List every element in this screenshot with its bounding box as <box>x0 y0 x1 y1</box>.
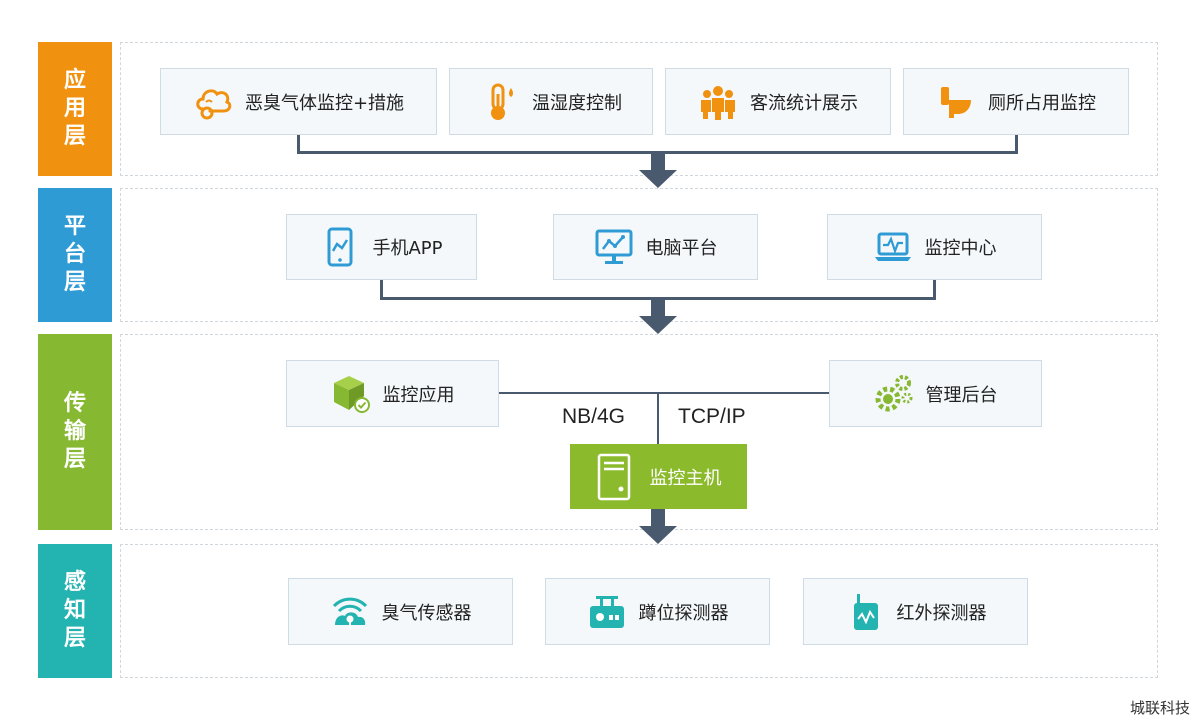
platform-item-label: 监控中心 <box>924 238 997 259</box>
platform-item-pc-platform[interactable]: 电脑平台 <box>553 214 758 280</box>
layer-label-char: 台 <box>63 242 86 267</box>
platform-item-label: 电脑平台 <box>645 238 718 259</box>
protocol-label-nb4g: NB/4G <box>562 405 626 428</box>
layer-label-sensing: 感 知 层 <box>38 544 112 678</box>
app-item-label: 恶臭气体监控+措施 <box>244 92 405 114</box>
layer-label-char: 知 <box>63 598 86 623</box>
connector-line <box>1015 134 1018 154</box>
platform-layer-panel <box>120 188 1158 322</box>
connector-line <box>380 280 383 300</box>
radio-detector-icon <box>587 592 627 632</box>
layer-label-char: 用 <box>63 96 86 121</box>
platform-item-monitor-center[interactable]: 监控中心 <box>827 214 1042 280</box>
sensing-item-label: 蹲位探测器 <box>638 602 729 624</box>
layer-label-app: 应 用 层 <box>38 42 112 176</box>
sensing-item-odor-sensor[interactable]: 臭气传感器 <box>288 578 513 645</box>
transport-item-label: 监控应用 <box>382 384 455 406</box>
monitor-host-label: 监控主机 <box>649 467 722 489</box>
layer-label-char: 感 <box>63 570 86 595</box>
sensing-item-label: 红外探测器 <box>896 602 987 624</box>
app-layer-panel <box>120 42 1158 176</box>
down-arrow-icon <box>639 509 677 544</box>
layer-label-transport: 传 输 层 <box>38 334 112 530</box>
monitor-chart-icon <box>594 227 634 267</box>
layer-label-char: 层 <box>63 447 86 472</box>
wireless-sensor-icon <box>330 592 370 632</box>
layer-label-char: 输 <box>63 419 86 444</box>
toilet-icon <box>936 82 976 122</box>
layer-label-char: 层 <box>63 626 86 651</box>
app-item-temp-humidity[interactable]: 温湿度控制 <box>449 68 653 135</box>
sensing-layer-panel <box>120 544 1158 678</box>
infrared-detector-icon <box>845 592 885 632</box>
transport-item-monitor-app[interactable]: 监控应用 <box>286 360 499 427</box>
layer-label-platform: 平 台 层 <box>38 188 112 322</box>
server-icon <box>596 453 632 501</box>
app-item-label: 温湿度控制 <box>532 92 622 114</box>
transport-item-admin-backend[interactable]: 管理后台 <box>829 360 1042 427</box>
sensing-item-infrared-detector[interactable]: 红外探测器 <box>803 578 1028 645</box>
layer-label-char: 应 <box>63 68 86 93</box>
monitor-host-box[interactable]: 监控主机 <box>570 444 747 509</box>
laptop-pulse-icon <box>873 227 913 267</box>
platform-item-label: 手机APP <box>372 238 443 259</box>
transport-layer-panel <box>120 334 1158 530</box>
app-item-odor-control[interactable]: 恶臭气体监控+措施 <box>160 68 437 135</box>
cube-check-icon <box>331 374 371 414</box>
odor-cloud-icon <box>193 82 233 122</box>
down-arrow-icon <box>639 299 677 334</box>
connector-line <box>380 297 936 300</box>
gears-icon <box>874 374 914 414</box>
protocol-label-tcpip: TCP/IP <box>678 405 746 428</box>
connector-line <box>499 392 829 394</box>
layer-label-char: 平 <box>63 214 86 239</box>
sensing-item-squat-detector[interactable]: 蹲位探测器 <box>545 578 770 645</box>
connector-line <box>297 151 1018 154</box>
connector-line <box>657 392 659 444</box>
connector-line <box>933 280 936 300</box>
transport-item-label: 管理后台 <box>925 384 998 406</box>
layer-label-char: 传 <box>63 391 86 416</box>
layer-label-char: 层 <box>63 270 86 295</box>
platform-item-mobile-app[interactable]: 手机APP <box>286 214 477 280</box>
thermometer-icon <box>480 82 520 122</box>
layer-label-char: 层 <box>63 124 86 149</box>
smartphone-icon <box>320 227 360 267</box>
app-item-toilet-occupancy[interactable]: 厕所占用监控 <box>903 68 1129 135</box>
people-group-icon <box>698 82 738 122</box>
watermark: 城联科技 <box>1129 699 1190 717</box>
app-item-label: 厕所占用监控 <box>988 92 1096 114</box>
connector-line <box>297 134 300 154</box>
sensing-item-label: 臭气传感器 <box>381 602 472 624</box>
down-arrow-icon <box>639 153 677 188</box>
app-item-passenger-flow[interactable]: 客流统计展示 <box>665 68 891 135</box>
app-item-label: 客流统计展示 <box>750 92 858 114</box>
